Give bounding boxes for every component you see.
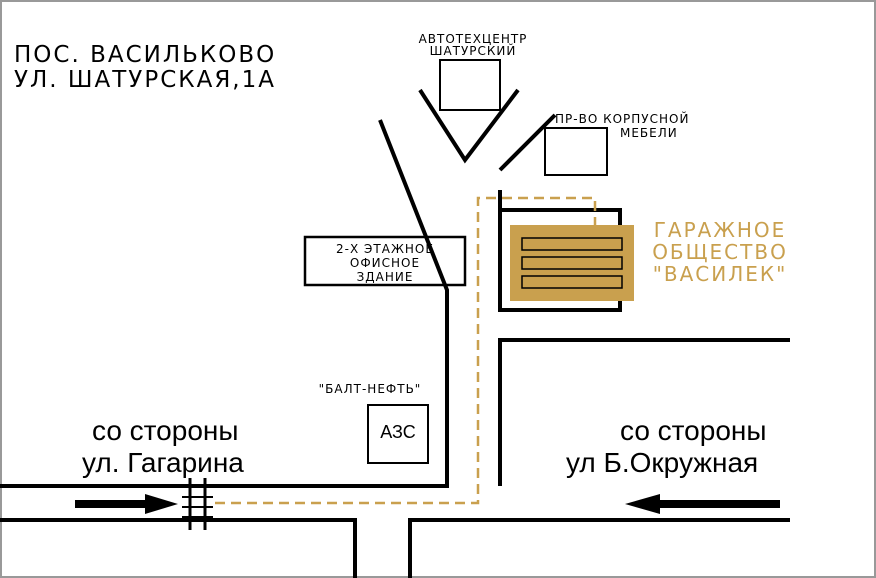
route-line — [215, 196, 597, 505]
main-road-edge-south-west — [0, 518, 357, 578]
office-label-line-1: 2-Х ЭТАЖНОЕ — [336, 242, 434, 256]
garage-row — [521, 237, 623, 251]
furniture-label-line-2: МЕБЕЛИ — [620, 126, 678, 140]
garage-label-line-1: ГАРАЖНОЕ — [653, 218, 787, 242]
arrow-east-shaft — [660, 500, 780, 508]
gas-company-label: "БАЛТ-НЕФТЬ" — [318, 382, 422, 396]
office-building — [303, 235, 467, 287]
garage-access-road — [498, 190, 622, 312]
railroad-crossing — [182, 478, 213, 530]
garage-row — [521, 256, 623, 270]
arrows — [75, 494, 780, 514]
furniture-label-line-1: ПР-ВО КОРПУСНОЙ — [555, 112, 690, 126]
autotech-label-line-2: ШАТУРСКИЙ — [429, 44, 517, 58]
garage-row — [521, 275, 623, 289]
arrow-east-left-icon — [625, 494, 660, 514]
gas-station-building — [367, 404, 429, 464]
direction-east-line-2: ул Б.Окружная — [566, 447, 759, 478]
address-line-1: ПОС. ВАСИЛЬКОВО — [14, 42, 277, 68]
roads — [0, 88, 790, 578]
arrow-west-right-icon — [145, 494, 178, 514]
garage-label-line-2: ОБЩЕСТВО — [652, 240, 788, 264]
furniture-building — [544, 127, 608, 176]
autotech-road — [418, 88, 520, 164]
gas-station-label: АЗС — [380, 422, 416, 442]
main-road-edge-south-east — [408, 518, 790, 578]
direction-west-line-1: со стороны — [92, 415, 239, 446]
buildings — [303, 59, 608, 464]
direction-east-line-1: со стороны — [620, 415, 767, 446]
arrow-west-shaft — [75, 500, 145, 508]
garage-block — [510, 225, 634, 301]
main-road-edge-north-west — [0, 119, 449, 488]
office-label-line-2: ОФИСНОЕ — [349, 256, 421, 270]
address-line-2: УЛ. ШАТУРСКАЯ,1А — [14, 67, 276, 93]
garage-label-line-3: "ВАСИЛЕК" — [652, 262, 788, 286]
autotech-label-line-1: АВТОТЕХЦЕНТР — [418, 32, 528, 46]
direction-west-line-2: ул. Гагарина — [82, 447, 244, 478]
garage-rows — [521, 237, 623, 289]
autotech-building — [439, 59, 501, 111]
main-road-edge-north-east — [498, 338, 790, 486]
office-label-line-3: ЗДАНИЕ — [356, 270, 414, 284]
furniture-road — [498, 113, 557, 172]
